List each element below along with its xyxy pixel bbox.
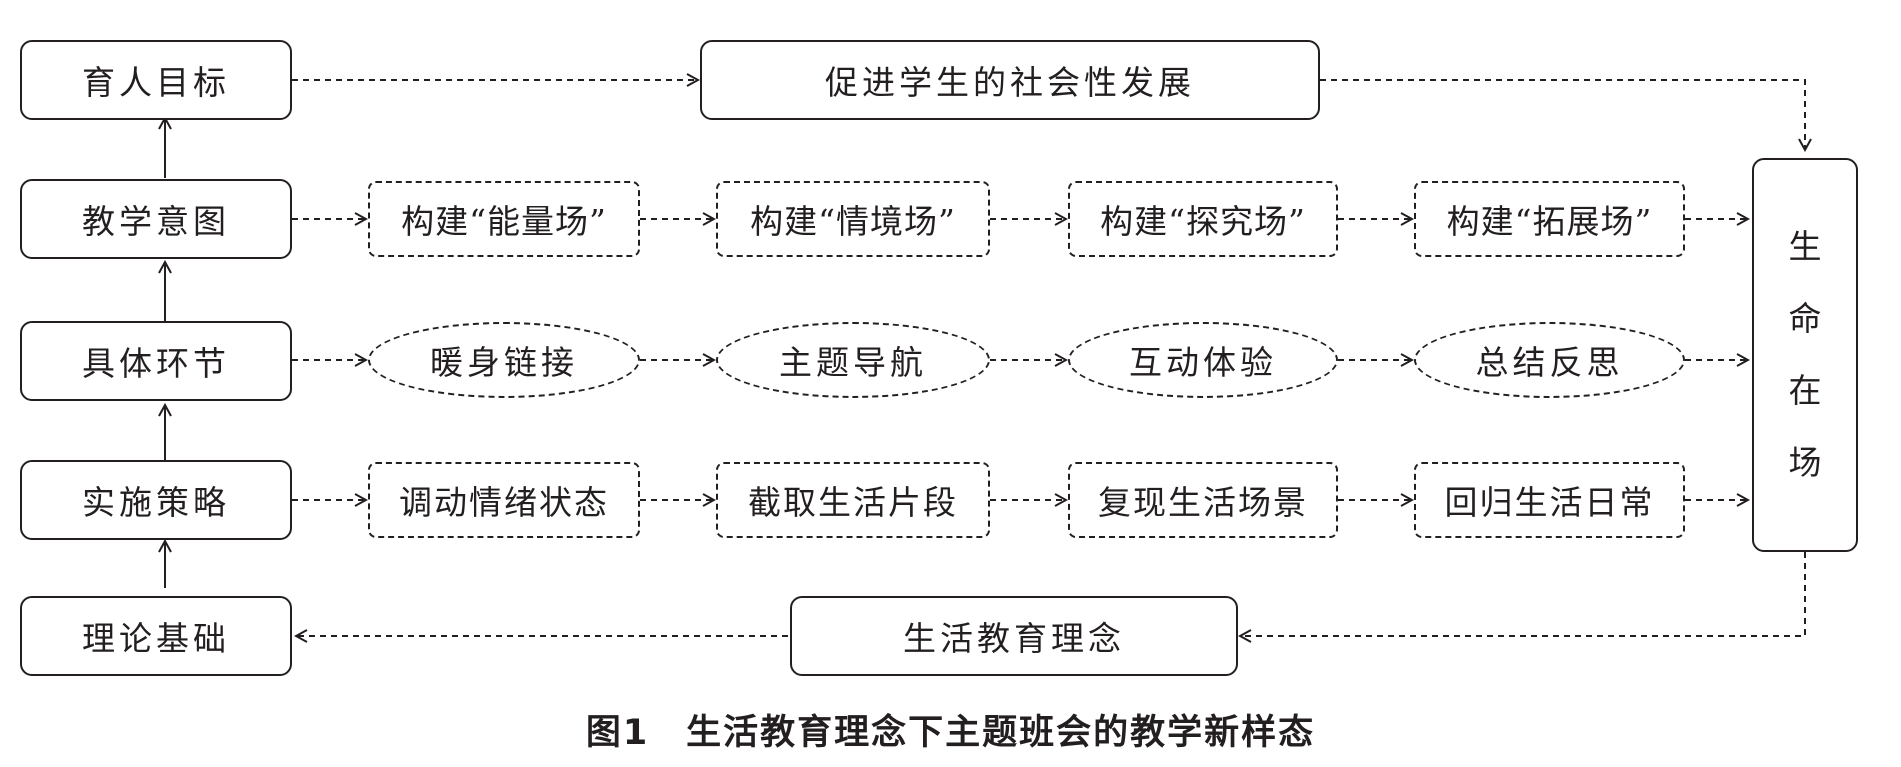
strategy-node-3: 复现生活场景 xyxy=(1068,462,1338,538)
arrow-top-to-right xyxy=(1320,79,1805,150)
social-development-box: 促进学生的社会性发展 xyxy=(700,40,1320,120)
steps-node-2: 主题导航 xyxy=(716,322,990,398)
arrow-right-to-bottom xyxy=(1240,552,1806,636)
strategy-node-1: 调动情绪状态 xyxy=(368,462,640,538)
intent-node-3: 构建“探究场” xyxy=(1068,181,1338,257)
intent-node-4: 构建“拓展场” xyxy=(1414,181,1685,257)
steps-node-4: 总结反思 xyxy=(1414,322,1685,398)
life-presence-char-1: 生 xyxy=(1788,227,1822,266)
life-presence-char-4: 场 xyxy=(1788,443,1822,482)
intent-box: 教学意图 xyxy=(20,179,292,259)
intent-node-1: 构建“能量场” xyxy=(368,181,640,257)
intent-node-2: 构建“情境场” xyxy=(716,181,990,257)
strategy-node-4: 回归生活日常 xyxy=(1414,462,1685,538)
steps-node-3: 互动体验 xyxy=(1068,322,1338,398)
life-presence-box: 生 命 在 场 xyxy=(1752,158,1858,552)
strategy-node-2: 截取生活片段 xyxy=(716,462,990,538)
strategy-box: 实施策略 xyxy=(20,460,292,540)
life-education-box: 生活教育理念 xyxy=(790,596,1238,676)
steps-box: 具体环节 xyxy=(20,321,292,401)
life-presence-char-3: 在 xyxy=(1788,371,1822,410)
theory-box: 理论基础 xyxy=(20,596,292,676)
goal-box: 育人目标 xyxy=(20,40,292,120)
life-presence-char-2: 命 xyxy=(1788,299,1822,338)
steps-node-1: 暖身链接 xyxy=(368,322,640,398)
figure-caption: 图1 生活教育理念下主题班会的教学新样态 xyxy=(585,713,1316,753)
